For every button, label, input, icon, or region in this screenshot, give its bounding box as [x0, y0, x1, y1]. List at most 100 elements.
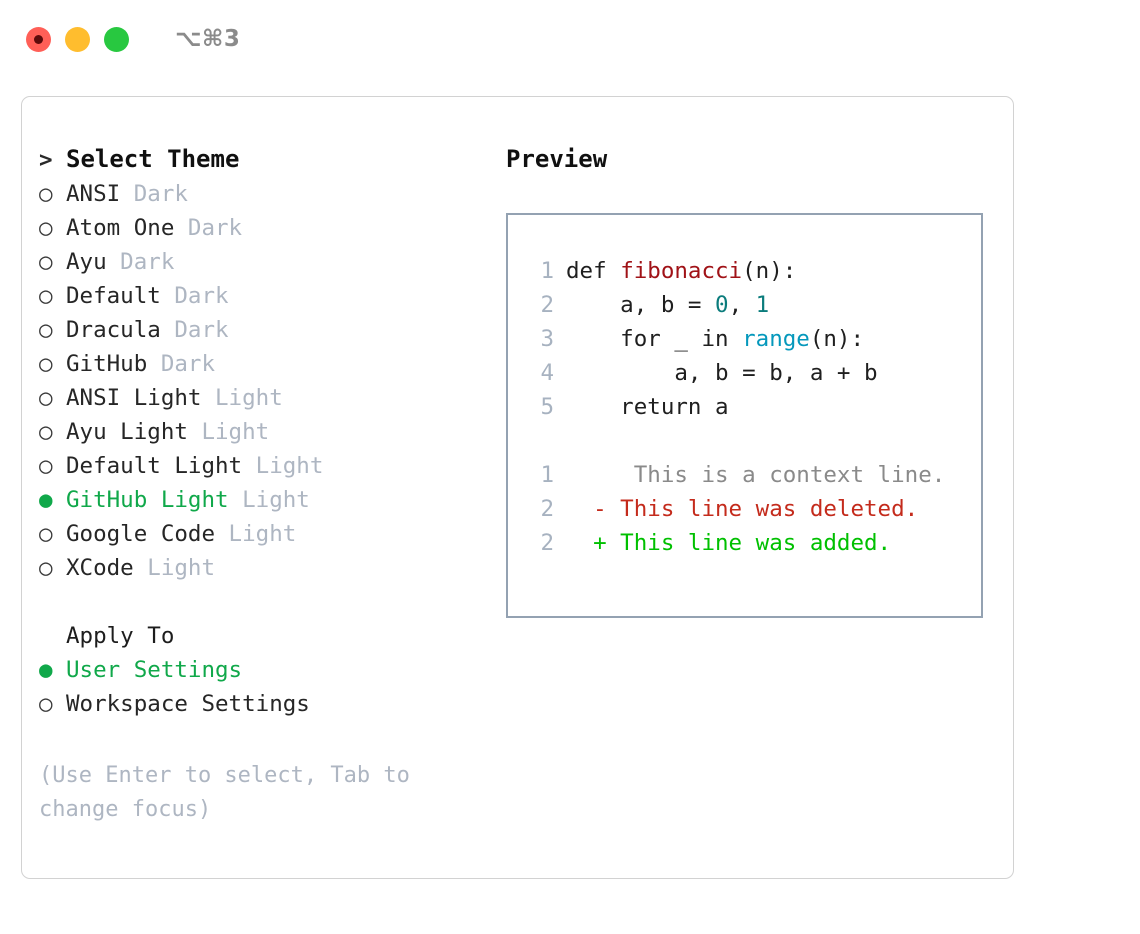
code-token-plain: a, b =: [566, 292, 716, 318]
theme-variant-tag: Light: [228, 487, 310, 513]
code-line-content: def fibonacci(n):: [566, 258, 796, 284]
code-token-plain: ,: [728, 292, 756, 318]
diff-line-add: 2 + This line was added.: [508, 530, 981, 564]
keyboard-shortcut-label: ⌥⌘3: [175, 26, 241, 52]
theme-variant-tag: Dark: [120, 181, 188, 207]
code-line: 3 for _ in range(n):: [508, 326, 981, 360]
theme-variant-tag: Light: [242, 453, 324, 479]
keyboard-hint: (Use Enter to select, Tab to change focu…: [39, 763, 410, 822]
theme-item-default[interactable]: ○Default Dark: [39, 283, 484, 317]
radio-unselected-icon[interactable]: ○: [39, 385, 53, 411]
theme-list: ○ ANSI Dark ○ Atom One Dark ○ Ayu Dark ○ Defaul…: [39, 181, 484, 589]
radio-unselected-icon[interactable]: ○: [39, 249, 53, 275]
code-line: 2 a, b = 0, 1: [508, 292, 981, 326]
code-line-number: 3: [540, 326, 554, 352]
radio-unselected-icon[interactable]: ○: [39, 521, 53, 547]
radio-unselected-icon[interactable]: ○: [39, 453, 53, 479]
window-controls: [26, 26, 129, 52]
theme-item-label: GitHub Light: [66, 487, 229, 513]
code-token-plain: (n):: [809, 326, 865, 352]
theme-item-label: ANSI Light: [66, 385, 202, 411]
radio-unselected-icon[interactable]: ○: [39, 555, 53, 581]
theme-item-xcode[interactable]: ○XCode Light: [39, 555, 484, 589]
code-token-plain: a, b = b, a + b: [566, 360, 878, 386]
theme-item-atom-one[interactable]: ○ Atom One Dark: [39, 215, 484, 249]
select-theme-title: Select Theme: [66, 145, 240, 173]
theme-item-github-light[interactable]: ● GitHub Light Light: [39, 487, 484, 521]
apply-to-item-label: Workspace Settings: [66, 691, 310, 717]
theme-item-label: ANSI: [66, 181, 121, 207]
radio-unselected-icon[interactable]: ○: [39, 351, 53, 377]
code-line: 1 def fibonacci(n):: [508, 258, 981, 292]
prompt-caret-icon: >: [39, 147, 53, 173]
diff-line-del: 2 - This line was deleted.: [508, 496, 981, 530]
radio-selected-icon[interactable]: ●: [39, 657, 53, 683]
radio-unselected-icon[interactable]: ○: [39, 419, 53, 445]
theme-item-ansi[interactable]: ○ ANSI Dark: [39, 181, 484, 215]
theme-variant-tag: Dark: [174, 215, 243, 241]
diff-line-content: + This line was added.: [566, 530, 892, 556]
code-line: 4 a, b = b, a + b: [508, 360, 981, 394]
apply-to-list: ●User Settings○ Workspace Settings: [39, 657, 484, 725]
theme-variant-tag: Dark: [160, 317, 229, 343]
apply-to-header: Apply To: [39, 623, 484, 657]
diff-line-number: 1: [540, 462, 554, 488]
theme-variant-tag: Light: [187, 419, 270, 445]
code-token-num: 1: [755, 292, 770, 318]
code-line-number: 1: [540, 258, 554, 284]
apply-to-item-workspace-settings[interactable]: ○ Workspace Settings: [39, 691, 484, 725]
diff-sample: 1 This is a context line.2 - This line w…: [508, 462, 981, 564]
close-button[interactable]: [26, 26, 51, 52]
radio-unselected-icon[interactable]: ○: [39, 691, 53, 717]
theme-item-label: Default: [66, 283, 161, 309]
theme-item-ansi-light[interactable]: ○ ANSI Light Light: [39, 385, 484, 419]
code-line-content: a, b = 0, 1: [566, 292, 769, 318]
theme-item-default-light[interactable]: ○ Default Light Light: [39, 453, 484, 487]
radio-unselected-icon[interactable]: ○: [39, 181, 53, 207]
code-token-plain: for _ in: [566, 326, 743, 352]
theme-item-dracula[interactable]: ○ Dracula Dark: [39, 317, 484, 351]
diff-line-context: 1 This is a context line.: [508, 462, 981, 496]
radio-unselected-icon[interactable]: ○: [39, 215, 53, 241]
radio-unselected-icon[interactable]: ○: [39, 283, 53, 309]
theme-item-ayu-light[interactable]: ○Ayu Light Light: [39, 419, 484, 453]
minimize-button[interactable]: [65, 26, 90, 52]
theme-item-label: Atom One: [66, 215, 175, 241]
apply-to-title: Apply To: [66, 623, 175, 649]
title-bar: ⌥⌘3: [0, 0, 1140, 78]
apply-to-item-user-settings[interactable]: ●User Settings: [39, 657, 484, 691]
theme-item-google-code[interactable]: ○ Google Code Light: [39, 521, 484, 555]
code-line-number: 4: [540, 360, 554, 386]
code-token-num: 0: [715, 292, 729, 318]
code-line: 5 return a: [508, 394, 981, 428]
list-spacer: [39, 589, 484, 623]
theme-variant-tag: Dark: [106, 249, 175, 275]
code-line-content: for _ in range(n):: [566, 326, 864, 352]
theme-variant-tag: Light: [215, 521, 297, 547]
theme-item-label: Ayu: [66, 249, 107, 275]
theme-item-ayu[interactable]: ○ Ayu Dark: [39, 249, 484, 283]
code-token-plain: def: [566, 258, 621, 284]
maximize-button[interactable]: [104, 26, 129, 52]
code-token-fn: fibonacci: [620, 258, 743, 284]
record-dot-icon: [34, 34, 43, 44]
theme-variant-tag: Light: [201, 385, 283, 411]
code-token-call: range: [742, 326, 810, 352]
theme-item-label: Google Code: [66, 521, 216, 547]
main-panel: > Select Theme ○ANSI Dark○Atom One Dark○…: [21, 96, 1014, 879]
theme-item-github[interactable]: ○GitHub Dark: [39, 351, 484, 385]
radio-unselected-icon[interactable]: ○: [39, 317, 53, 343]
theme-item-label: Default Light: [66, 453, 243, 479]
radio-selected-icon[interactable]: ●: [39, 487, 53, 513]
theme-item-label: Dracula: [66, 317, 161, 343]
diff-line-number: 2: [540, 530, 554, 556]
select-theme-header: > Select Theme: [39, 145, 484, 181]
diff-line-number: 2: [540, 496, 554, 522]
code-token-plain: return a: [566, 394, 729, 420]
code-line-number: 5: [540, 394, 554, 420]
theme-variant-tag: Light: [133, 555, 216, 581]
